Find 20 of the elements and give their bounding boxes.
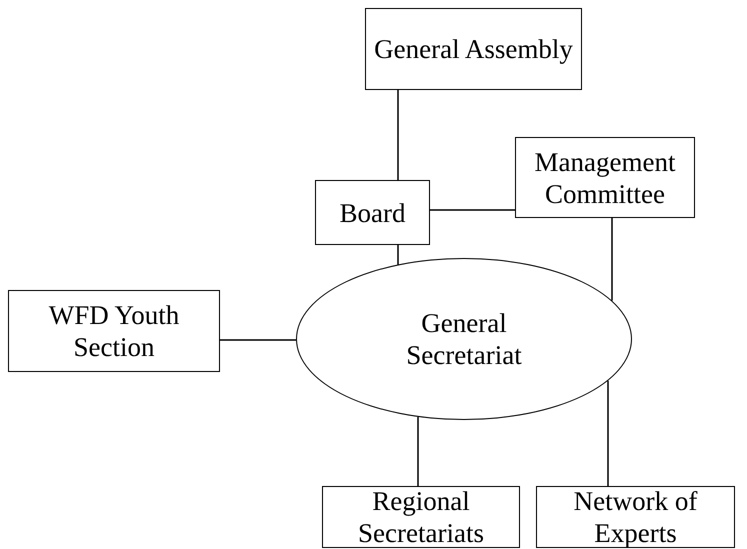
node-label: Board (340, 196, 406, 228)
node-label: General Assembly (374, 33, 573, 65)
node-label: Network of Experts (572, 485, 698, 549)
org-box (536, 486, 735, 548)
connector-line (607, 380, 609, 486)
node-label: Regional Secretariats (357, 485, 485, 549)
connector-line (417, 416, 419, 486)
node-label: WFD Youth Section (48, 299, 180, 363)
org-box (322, 486, 520, 548)
connector-line (220, 339, 296, 341)
org-box (365, 8, 582, 90)
connector-line (397, 245, 399, 264)
org-box (315, 180, 430, 245)
connector-line (430, 209, 515, 211)
node-label: Management Committee (534, 146, 676, 210)
connector-line (397, 90, 399, 180)
org-box (8, 290, 220, 372)
connector-line (611, 218, 613, 301)
org-box (515, 137, 695, 218)
node-label: General Secretariat (405, 307, 523, 371)
